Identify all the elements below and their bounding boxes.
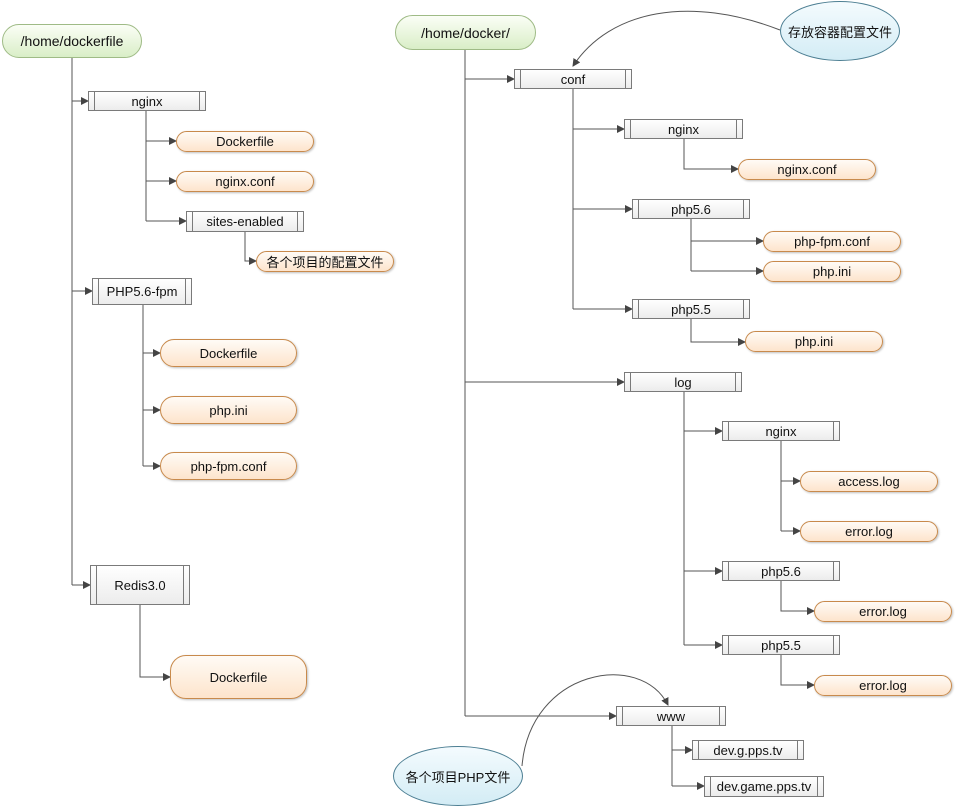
file-redis-dockerfile: Dockerfile	[170, 655, 307, 699]
file-nginx-dockerfile: Dockerfile	[176, 131, 314, 152]
folder-log-php56: php5.6	[722, 561, 840, 581]
file-conf-nginx-conf: nginx.conf	[738, 159, 876, 180]
root-dockerfile: /home/dockerfile	[2, 24, 142, 58]
folder-log-php55: php5.5	[722, 635, 840, 655]
folder-sites-enabled: sites-enabled	[186, 211, 304, 232]
folder-nginx: nginx	[88, 91, 206, 111]
folder-php-fpm: PHP5.6-fpm	[92, 278, 192, 305]
folder-log-nginx: nginx	[722, 421, 840, 441]
folder-www: www	[616, 706, 726, 726]
folder-conf: conf	[514, 69, 632, 89]
file-nginx-conf: nginx.conf	[176, 171, 314, 192]
file-log-php56-error: error.log	[814, 601, 952, 622]
file-conf-php56-fpm: php-fpm.conf	[763, 231, 901, 252]
folder-conf-nginx: nginx	[624, 119, 743, 139]
callout-php-curve	[521, 674, 669, 767]
callout-config-files: 存放容器配置文件	[780, 1, 900, 61]
file-conf-php56-ini: php.ini	[763, 261, 901, 282]
file-conf-php55-ini: php.ini	[745, 331, 883, 352]
folder-redis: Redis3.0	[90, 565, 190, 605]
file-php-dockerfile: Dockerfile	[160, 339, 297, 367]
file-log-nginx-error: error.log	[800, 521, 938, 542]
folder-conf-php55: php5.5	[632, 299, 750, 319]
file-log-php55-error: error.log	[814, 675, 952, 696]
folder-conf-php56: php5.6	[632, 199, 750, 219]
file-php-fpm-conf: php-fpm.conf	[160, 452, 297, 480]
folder-www-site2: dev.game.pps.tv	[704, 776, 824, 797]
file-php-ini: php.ini	[160, 396, 297, 424]
file-log-nginx-access: access.log	[800, 471, 938, 492]
folder-www-site1: dev.g.pps.tv	[692, 740, 804, 760]
file-sites-configs: 各个项目的配置文件	[256, 251, 394, 272]
folder-log: log	[624, 372, 742, 392]
callout-config-curve	[572, 10, 781, 67]
root-docker: /home/docker/	[395, 15, 536, 50]
callout-php-files: 各个项目PHP文件	[393, 746, 523, 806]
